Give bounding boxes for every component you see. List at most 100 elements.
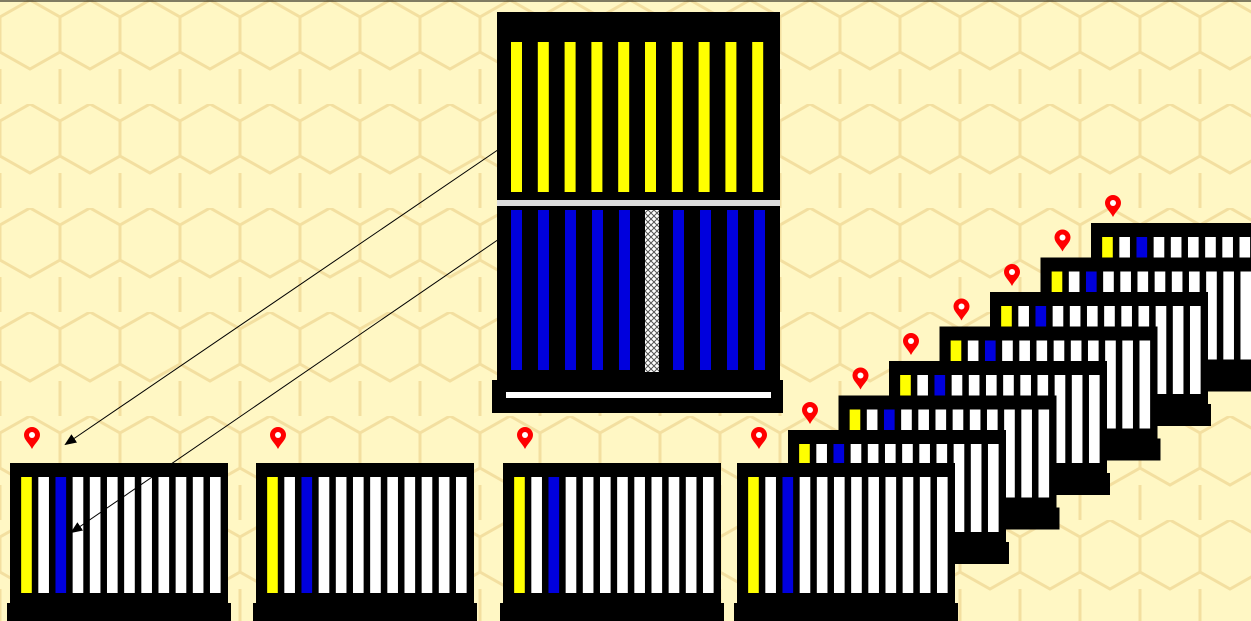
hive-frame — [817, 477, 828, 593]
hive-frame — [634, 477, 645, 593]
brood-frame — [700, 210, 711, 370]
hive-frame — [800, 477, 811, 593]
hive-frame — [1139, 341, 1150, 429]
hive-frame — [1089, 375, 1100, 463]
hive-frame — [124, 477, 135, 593]
hive-frame — [1240, 272, 1251, 360]
honey-frame — [725, 42, 736, 192]
small-hive-4 — [734, 463, 958, 621]
hive-frame — [1038, 410, 1049, 498]
hive-frame — [937, 477, 948, 593]
hive-frame — [193, 477, 204, 593]
hive-frame — [566, 477, 577, 593]
hive-frame — [1173, 306, 1184, 394]
hive-frame — [748, 477, 759, 593]
hive-frame — [703, 477, 714, 593]
honey-frame — [618, 42, 629, 192]
hive-frame — [514, 477, 525, 593]
pin-dot — [807, 407, 813, 413]
honey-frame — [591, 42, 602, 192]
hive-frame — [301, 477, 312, 593]
hive-frame — [439, 477, 450, 593]
hive-frame — [404, 477, 415, 593]
hive-frame — [176, 477, 187, 593]
hive-frame — [267, 477, 278, 593]
hive-frame — [651, 477, 662, 593]
hive-frame — [284, 477, 295, 593]
hive-frame — [387, 477, 398, 593]
hive-frame — [158, 477, 169, 593]
hive-frame — [73, 477, 84, 593]
hive-frame — [55, 477, 66, 593]
pin-dot — [858, 373, 864, 379]
brood-frame — [673, 210, 684, 370]
pin-dot — [908, 338, 914, 344]
main-hive — [492, 12, 783, 413]
honey-frame — [752, 42, 763, 192]
honey-frame — [538, 42, 549, 192]
hive-frame — [370, 477, 381, 593]
pin-dot — [1110, 200, 1116, 206]
hive-frame — [1223, 272, 1234, 360]
hive-frame — [834, 477, 845, 593]
honey-frame — [565, 42, 576, 192]
hive-frame — [107, 477, 118, 593]
honey-frame — [645, 42, 656, 192]
hive-frame — [686, 477, 697, 593]
hive-frame — [669, 477, 680, 593]
pin-dot — [959, 304, 965, 310]
hive-frame — [210, 477, 221, 593]
main-hive-lid — [497, 12, 780, 40]
hive-stand — [500, 603, 724, 621]
pin-dot — [1009, 269, 1015, 275]
brood-frame — [565, 210, 576, 370]
hive-frame — [885, 477, 896, 593]
hive-frame — [38, 477, 49, 593]
brood-frame — [727, 210, 738, 370]
brood-frame — [754, 210, 765, 370]
pin-dot — [1060, 235, 1066, 241]
hive-frame — [988, 444, 999, 532]
hive-frame — [456, 477, 467, 593]
hive-frame — [600, 477, 611, 593]
brood-frame — [592, 210, 603, 370]
brood-frame — [511, 210, 522, 370]
hive-frame — [141, 477, 152, 593]
hive-frame — [1021, 410, 1032, 498]
honey-frame — [511, 42, 522, 192]
hive-frame — [353, 477, 364, 593]
pin-dot — [522, 432, 528, 438]
honey-frame — [672, 42, 683, 192]
hive-frame — [617, 477, 628, 593]
pin-dot — [756, 432, 762, 438]
hive-frame — [1122, 341, 1133, 429]
hive-frame — [319, 477, 330, 593]
mesh-divider-frame — [645, 210, 659, 372]
hive-stand — [253, 603, 477, 621]
hive-frame — [868, 477, 879, 593]
small-hive-1 — [7, 463, 231, 621]
brood-frame — [538, 210, 549, 370]
hive-frame — [548, 477, 559, 593]
small-hive-2 — [253, 463, 477, 621]
hive-frame — [90, 477, 101, 593]
hive-frame — [583, 477, 594, 593]
hive-frame — [782, 477, 793, 593]
brood-frame — [619, 210, 630, 370]
honey-frame — [699, 42, 710, 192]
hive-frame — [336, 477, 347, 593]
hive-stand — [7, 603, 231, 621]
hive-frame — [1072, 375, 1083, 463]
hive-frame — [954, 444, 965, 532]
hive-frame — [1190, 306, 1201, 394]
hive-frame — [920, 477, 931, 593]
hive-frame — [765, 477, 776, 593]
hive-frame — [971, 444, 982, 532]
pin-dot — [29, 432, 35, 438]
hive-frame — [851, 477, 862, 593]
hive-frame — [903, 477, 914, 593]
pin-dot — [275, 432, 281, 438]
hive-frame — [422, 477, 433, 593]
hive-stand — [734, 603, 958, 621]
